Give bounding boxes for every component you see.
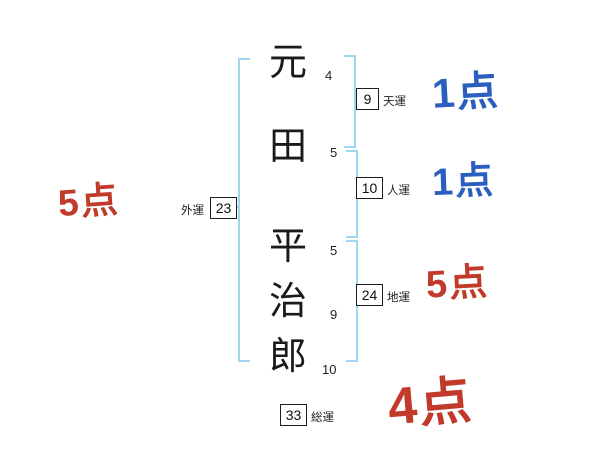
earth-luck-score: 5点 [424, 261, 491, 307]
outer-luck-bracket [238, 58, 250, 362]
earth-luck-label: 地運 [387, 292, 410, 304]
outer-luck-label: 外運 [181, 205, 204, 217]
name-character-3: 平 [268, 226, 307, 268]
total-luck-label: 総運 [311, 412, 334, 424]
stroke-count-3: 5 [330, 243, 338, 258]
heaven-luck-bracket [344, 55, 356, 148]
stroke-count-5: 10 [322, 362, 337, 377]
outer-luck-score: 5点 [56, 178, 121, 225]
name-character-1: 元 [268, 42, 307, 84]
total-luck-score: 4点 [385, 371, 476, 437]
heaven-luck-value-box: 9 [356, 88, 379, 110]
stroke-count-4: 9 [330, 307, 338, 322]
heaven-luck-label: 天運 [383, 96, 406, 108]
name-character-2: 田 [268, 126, 307, 168]
stroke-count-1: 4 [325, 68, 333, 83]
heaven-luck-score: 1点 [430, 67, 501, 117]
name-character-5: 郎 [268, 336, 307, 378]
total-luck-value-box: 33 [280, 404, 307, 426]
person-luck-label: 人運 [387, 185, 410, 197]
person-luck-score: 1点 [431, 159, 496, 205]
stroke-count-2: 5 [330, 145, 338, 160]
earth-luck-value-box: 24 [356, 284, 383, 306]
outer-luck-value-box: 23 [210, 197, 237, 219]
person-luck-value-box: 10 [356, 177, 383, 199]
name-character-4: 治 [268, 281, 307, 323]
